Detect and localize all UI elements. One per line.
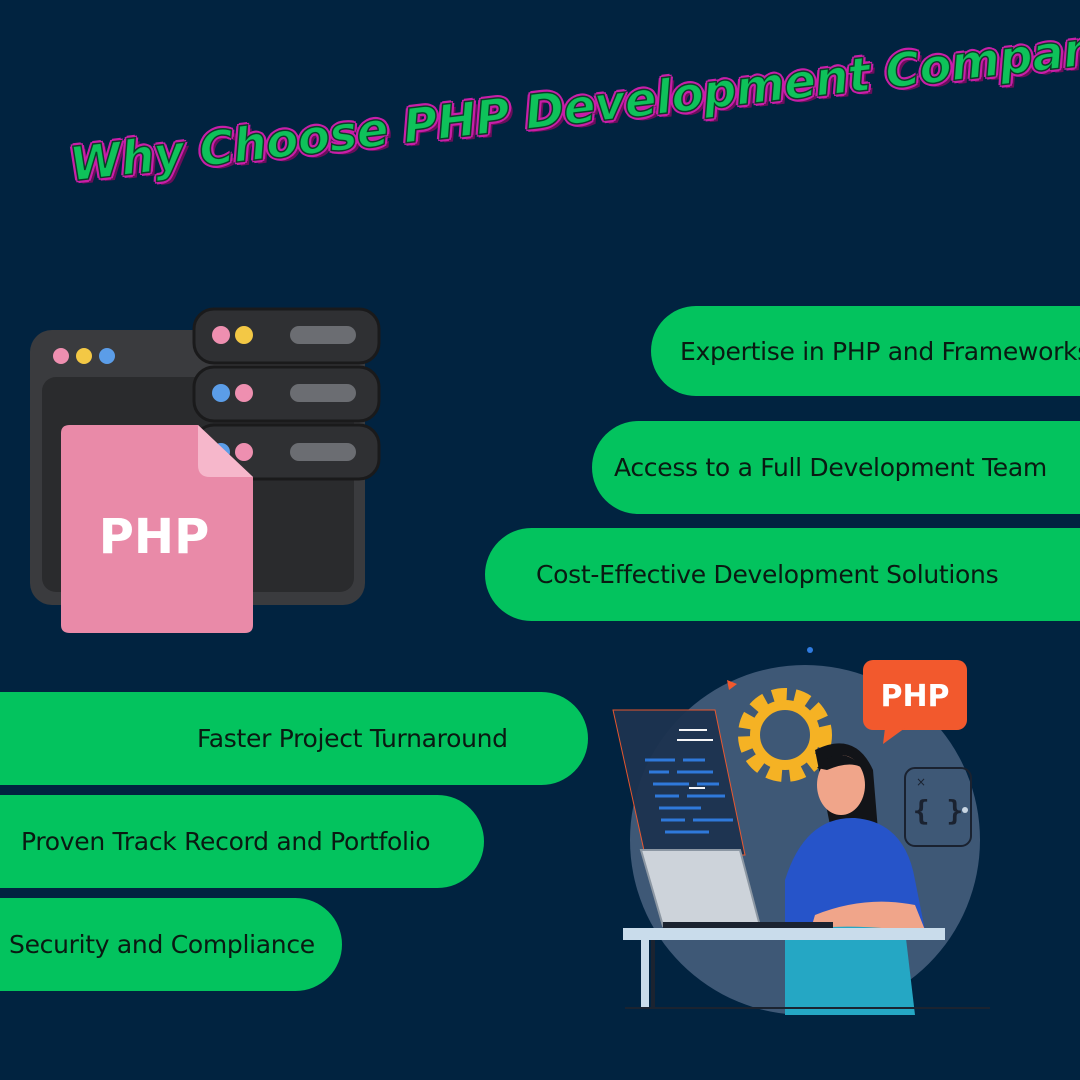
- desk: [623, 928, 990, 1009]
- php-speech-bubble: PHP: [863, 660, 967, 744]
- gear-icon: [738, 688, 832, 782]
- code-brackets-icon: × { }: [904, 767, 972, 847]
- feature-label: Cost-Effective Development Solutions: [536, 560, 999, 589]
- php-file-label: PHP: [99, 509, 210, 565]
- svg-text:×: ×: [916, 775, 926, 789]
- feature-label: Security and Compliance: [9, 930, 315, 959]
- laptop-icon: [639, 849, 833, 928]
- svg-text:{ }: { }: [913, 794, 964, 827]
- code-panel: [612, 709, 746, 856]
- developer-illustration: PHP × { }: [612, 647, 990, 1015]
- feature-pill-cost-effective: Cost-Effective Development Solutions: [485, 528, 1080, 621]
- feature-pill-faster-turnaround: Faster Project Turnaround: [0, 692, 588, 785]
- php-server-illustration: PHP: [30, 307, 381, 633]
- feature-label: Expertise in PHP and Frameworks: [680, 336, 1080, 366]
- feature-pill-track-record: Proven Track Record and Portfolio: [0, 795, 484, 888]
- feature-pill-full-team: Access to a Full Development Team: [592, 421, 1080, 514]
- feature-label: Proven Track Record and Portfolio: [21, 827, 431, 856]
- svg-text:PHP: PHP: [880, 679, 949, 714]
- page-title: Why Choose PHP Development Company: [66, 17, 1080, 193]
- feature-pill-expertise: Expertise in PHP and Frameworks: [651, 306, 1080, 396]
- feature-label: Faster Project Turnaround: [197, 724, 508, 753]
- feature-pill-security: Security and Compliance: [0, 898, 342, 991]
- developer-person: [785, 743, 925, 1015]
- server-slot-1: [192, 307, 381, 365]
- server-slot-2: [192, 365, 381, 423]
- feature-label: Access to a Full Development Team: [614, 453, 1047, 482]
